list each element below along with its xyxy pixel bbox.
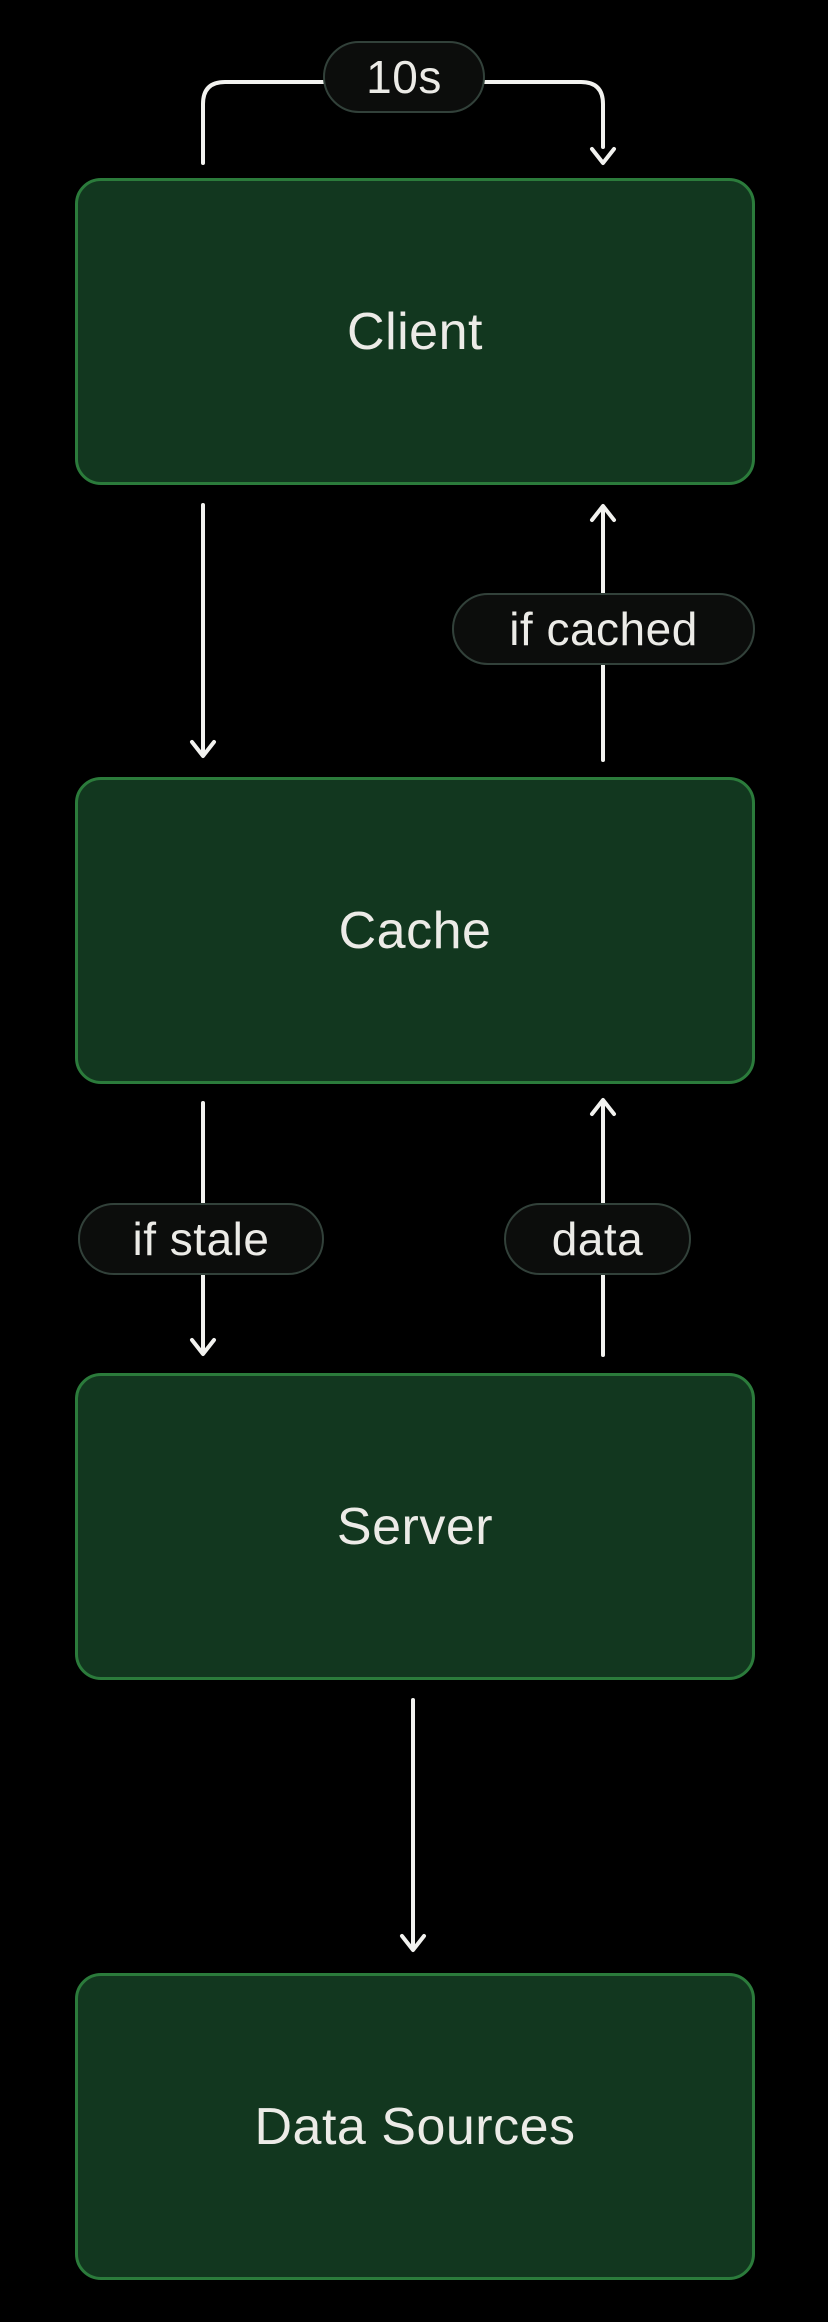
node-data-sources-label: Data Sources — [254, 2097, 576, 2156]
node-client: Client — [75, 178, 755, 485]
node-cache-label: Cache — [338, 901, 492, 960]
edge-label-data: data — [504, 1203, 691, 1275]
node-server-label: Server — [336, 1497, 494, 1556]
node-server: Server — [75, 1373, 755, 1680]
node-client-label: Client — [347, 302, 483, 361]
server-to-data-sources-arrow — [400, 1698, 426, 1952]
edge-label-if-stale: if stale — [78, 1203, 324, 1275]
node-cache: Cache — [75, 777, 755, 1084]
edge-label-if-cached: if cached — [452, 593, 755, 665]
client-to-cache-arrow — [190, 503, 216, 758]
node-data-sources: Data Sources — [75, 1973, 755, 2280]
edge-label-10s: 10s — [323, 41, 485, 113]
